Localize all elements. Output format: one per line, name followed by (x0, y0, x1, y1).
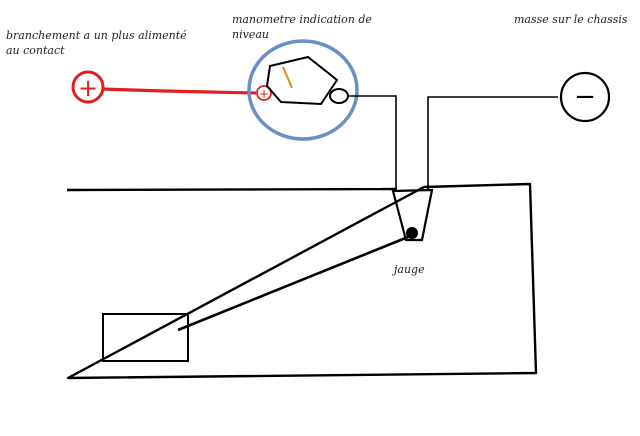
gauge-ring (247, 39, 359, 141)
gauge-signal-wire (348, 95, 397, 192)
negative-terminal-symbol: − (574, 82, 596, 112)
sender-unit (391, 188, 434, 242)
chassis-ground-label: masse sur le chassis (514, 13, 628, 26)
gauge-dial (265, 55, 339, 106)
ground-wire (427, 96, 558, 190)
gauge-needle (282, 66, 293, 89)
gauge-positive-input-symbol: + (259, 87, 269, 101)
float-arm (177, 235, 409, 332)
sender-pivot (406, 227, 418, 239)
negative-terminal (559, 71, 611, 123)
gauge-meter-label: manometre indication de niveau (232, 13, 372, 41)
positive-terminal (71, 70, 105, 104)
positive-wire (103, 87, 257, 95)
supply-connection-label: branchement a un plus alimenté au contac… (6, 29, 187, 57)
gauge-output-terminal (329, 88, 349, 104)
float (102, 313, 189, 362)
gauge-positive-input (256, 85, 272, 101)
sender-label: jauge (394, 263, 425, 276)
positive-terminal-symbol: + (78, 74, 98, 102)
